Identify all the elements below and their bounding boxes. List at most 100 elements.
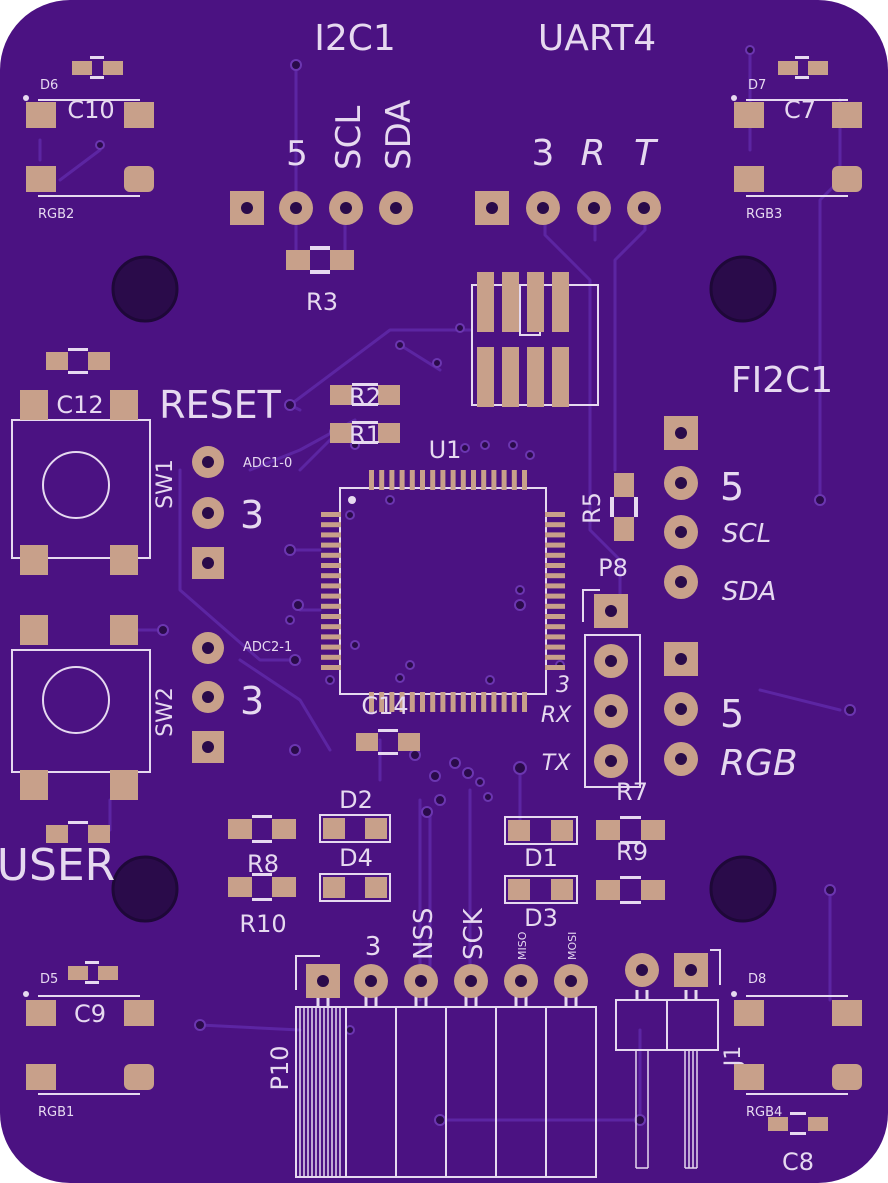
u1-pad [321, 532, 341, 538]
user-button-actuator[interactable] [42, 666, 110, 734]
rgb2-label: RGB2 [38, 207, 74, 222]
i2c1-pin-sda-label: SDA [379, 100, 419, 170]
p8-header: P8 3 RX TX [541, 554, 641, 788]
u1-pad [409, 470, 415, 490]
p10-pin-3-label: 3 [365, 932, 382, 962]
j1-label: J1 [721, 1046, 746, 1069]
u1-pad [545, 573, 565, 579]
adc2-header: ADC2-1 3 [192, 632, 292, 763]
i2c1-title: I2C1 [314, 18, 396, 59]
rgb4-led: D8 RGB4 C8 [731, 972, 862, 1176]
u1-pad [321, 603, 341, 609]
r9-label: R9 [616, 838, 648, 866]
u1-pad [321, 583, 341, 589]
reset-button-sw1[interactable]: RESET SW1 [11, 383, 282, 575]
soic-chip [471, 272, 599, 407]
u1-pad [440, 692, 446, 712]
mounting-hole-top-right [709, 255, 777, 323]
r7-label: R7 [616, 778, 648, 806]
adc2-pin-3-label: 3 [240, 679, 264, 723]
u1-pad [545, 614, 565, 619]
u1-pads-left [321, 512, 341, 670]
u1-pad [545, 552, 565, 558]
u1-pad [409, 692, 415, 712]
resistor-r3: R3 [286, 246, 354, 316]
reset-button-actuator[interactable] [42, 451, 110, 519]
rgb1-led: D5 C9 RGB1 [23, 961, 154, 1120]
u1-pad [321, 593, 341, 599]
adc2-label: ADC2-1 [243, 640, 292, 655]
u1-pad [321, 552, 341, 558]
fi2c1-pin-5-label: 5 [720, 465, 744, 509]
d2-label: D2 [339, 786, 373, 814]
capacitor-c12: C12 [46, 348, 110, 419]
d3-label: D3 [524, 904, 558, 932]
u1-pad [369, 470, 374, 490]
u1-pad [501, 692, 507, 712]
p10-pin-sck-label: SCK [459, 907, 489, 960]
u1-pad [321, 634, 341, 640]
uart4-pin-t-label: T [634, 133, 659, 174]
p10-pin-miso-label: MISO [516, 931, 529, 960]
j1-header: J1 [615, 949, 746, 1169]
diode-d1: D1 [504, 816, 578, 872]
fi2c1-title: FI2C1 [731, 360, 833, 401]
u1-pad [460, 470, 466, 490]
u1-pad [545, 654, 565, 660]
u1-pad [450, 470, 456, 490]
d8-label: D8 [748, 972, 766, 987]
u1-pad [481, 692, 487, 712]
u1-pad [471, 470, 476, 490]
p8-pin-3-label: 3 [556, 673, 570, 698]
u1-pad [545, 634, 565, 640]
u1-pad [321, 644, 341, 650]
u1-pad [545, 542, 565, 548]
r10-label: R10 [239, 910, 286, 938]
r2-label: R2 [349, 383, 381, 411]
uart4-pin-3-label: 3 [532, 133, 555, 174]
u1-pad [545, 563, 565, 568]
u1-pad [545, 512, 565, 517]
uart4-pin-r-label: R [580, 133, 605, 174]
u1-label: U1 [429, 436, 462, 464]
sw2-label: SW2 [153, 687, 178, 737]
d6-label: D6 [40, 78, 58, 93]
u1-pad [321, 573, 341, 579]
p10-label: P10 [266, 1045, 294, 1090]
p8-pin-tx-label: TX [542, 751, 571, 776]
u1-pad [321, 624, 341, 630]
u1-pad [545, 644, 565, 650]
resistor-r1: R1 [330, 421, 400, 449]
u1-pad [501, 470, 507, 490]
resistor-r10: R10 [228, 873, 296, 938]
u1-pads-right [545, 512, 565, 670]
d7-label: D7 [748, 78, 766, 93]
rgb4-label: RGB4 [746, 1105, 782, 1120]
u1-pad [430, 692, 436, 712]
user-button-sw2[interactable]: SW2 USER [0, 615, 178, 891]
u1-pad [321, 542, 341, 548]
rgb1-label: RGB1 [38, 1105, 74, 1120]
fi2c1-pin-scl-label: SCL [722, 519, 771, 549]
d5-label: D5 [40, 972, 58, 987]
u1-pad [440, 470, 446, 490]
p10-pin-nss-label: NSS [409, 908, 439, 960]
u1-pad [450, 692, 456, 712]
uart4-title: UART4 [538, 18, 656, 59]
d4-label: D4 [339, 844, 373, 872]
u1-pad [389, 470, 395, 490]
sw1-label: SW1 [153, 459, 178, 509]
u1-pad [321, 512, 341, 517]
u1-pad [321, 563, 341, 568]
u1-pad [491, 692, 497, 712]
u1-pad [420, 470, 425, 490]
u1-pad [481, 470, 487, 490]
u1-pad [389, 692, 395, 712]
u1-pad [379, 470, 385, 490]
reset-label: RESET [159, 383, 282, 427]
mounting-hole-bottom-right [709, 855, 777, 923]
p10-pin-mosi-label: MOSI [566, 932, 579, 960]
mounting-holes [111, 255, 777, 923]
